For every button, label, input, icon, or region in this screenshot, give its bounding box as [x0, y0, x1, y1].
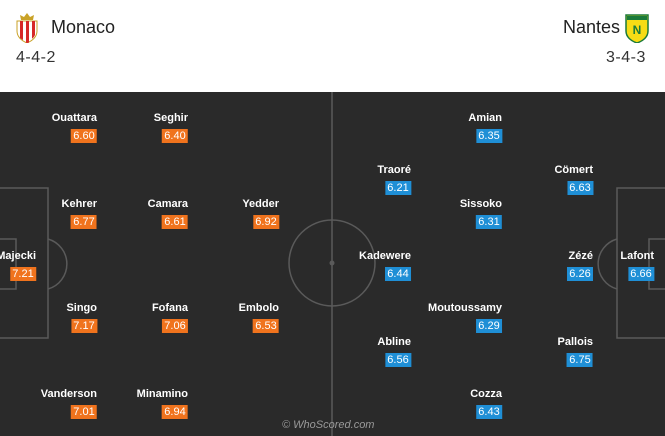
player-lafont[interactable]: Lafont 6.66	[620, 250, 654, 282]
monaco-crest-icon	[16, 13, 38, 43]
home-formation: 4-4-2	[16, 49, 56, 66]
player-moutoussamy[interactable]: Moutoussamy 6.29	[428, 302, 502, 334]
player-name: Yedder	[242, 198, 279, 210]
player-name: Zézé	[568, 250, 593, 262]
svg-text:N: N	[633, 23, 642, 37]
player-rating: 6.44	[385, 267, 411, 281]
away-formation: 3-4-3	[606, 49, 646, 66]
player-ouattara[interactable]: Ouattara 6.60	[52, 112, 97, 144]
away-team-name: Nantes	[563, 17, 621, 37]
home-team-name: Monaco	[51, 17, 116, 37]
player-rating: 6.31	[476, 215, 502, 229]
player-sissoko[interactable]: Sissoko 6.31	[460, 198, 502, 230]
player-rating: 6.56	[385, 353, 411, 367]
player-rating: 6.40	[162, 129, 188, 143]
player-rating: 6.92	[253, 215, 279, 229]
player-rating: 6.66	[628, 267, 654, 281]
player-minamino[interactable]: Minamino 6.94	[137, 388, 188, 420]
player-rating: 6.26	[567, 267, 593, 281]
player-fofana[interactable]: Fofana 7.06	[152, 302, 188, 334]
player-name: Fofana	[151, 302, 188, 314]
player-rating: 7.01	[71, 405, 97, 419]
player-name: Lafont	[620, 250, 654, 262]
player-amian[interactable]: Amian 6.35	[468, 112, 502, 144]
player-name: Sissoko	[459, 198, 502, 210]
player-seghir[interactable]: Seghir 6.40	[154, 112, 188, 144]
player-zeze[interactable]: Zézé 6.26	[567, 250, 593, 282]
player-name: Ouattara	[51, 112, 97, 124]
player-name: Kehrer	[61, 198, 97, 210]
player-kadewere[interactable]: Kadewere 6.44	[359, 250, 411, 282]
player-majecki[interactable]: Majecki 7.21	[0, 250, 36, 282]
player-rating: 6.43	[476, 405, 502, 419]
player-embolo[interactable]: Embolo 6.53	[239, 302, 279, 334]
player-name: Embolo	[238, 302, 279, 314]
player-name: Minamino	[136, 388, 188, 400]
player-cozza[interactable]: Cozza 6.43	[470, 388, 502, 420]
player-name: Kadewere	[359, 250, 411, 262]
player-singo[interactable]: Singo 7.17	[66, 302, 97, 334]
whoscored-watermark: © WhoScored.com	[282, 419, 375, 431]
player-name: Amian	[468, 112, 502, 124]
player-rating: 6.53	[253, 319, 279, 333]
player-rating: 6.21	[385, 181, 411, 195]
player-rating: 6.77	[71, 215, 97, 229]
player-rating: 6.35	[476, 129, 502, 143]
match-header: Monaco 4-4-2 N Nantes 3-4-3	[0, 0, 665, 92]
player-pallois[interactable]: Pallois 6.75	[558, 336, 593, 368]
player-name: Cömert	[554, 164, 593, 176]
player-name: Vanderson	[40, 388, 97, 400]
player-name: Abline	[377, 336, 411, 348]
player-rating: 7.17	[71, 319, 97, 333]
player-name: Pallois	[557, 336, 593, 348]
player-yedder[interactable]: Yedder 6.92	[242, 198, 279, 230]
player-rating: 6.94	[162, 405, 188, 419]
player-kehrer[interactable]: Kehrer 6.77	[62, 198, 97, 230]
player-name: Singo	[66, 302, 97, 314]
nantes-crest-icon: N	[625, 14, 649, 43]
player-abline[interactable]: Abline 6.56	[377, 336, 411, 368]
player-name: Cozza	[470, 388, 502, 400]
player-rating: 6.61	[162, 215, 188, 229]
player-name: Moutoussamy	[428, 302, 502, 314]
player-rating: 6.75	[567, 353, 593, 367]
player-name: Camara	[147, 198, 188, 210]
player-camara[interactable]: Camara 6.61	[148, 198, 188, 230]
player-rating: 6.29	[476, 319, 502, 333]
player-rating: 7.21	[10, 267, 36, 281]
pitch-markings	[0, 92, 665, 436]
player-comert[interactable]: Cömert 6.63	[554, 164, 593, 196]
player-vanderson[interactable]: Vanderson 7.01	[41, 388, 97, 420]
player-name: Seghir	[153, 112, 188, 124]
player-traore[interactable]: Traoré 6.21	[377, 164, 411, 196]
player-name: Traoré	[377, 164, 411, 176]
player-rating: 6.63	[567, 181, 593, 195]
player-rating: 7.06	[162, 319, 188, 333]
player-name: Majecki	[0, 250, 36, 262]
pitch: Ouattara 6.60 Seghir 6.40 Kehrer 6.77 Ca…	[0, 92, 665, 436]
player-rating: 6.60	[71, 129, 97, 143]
